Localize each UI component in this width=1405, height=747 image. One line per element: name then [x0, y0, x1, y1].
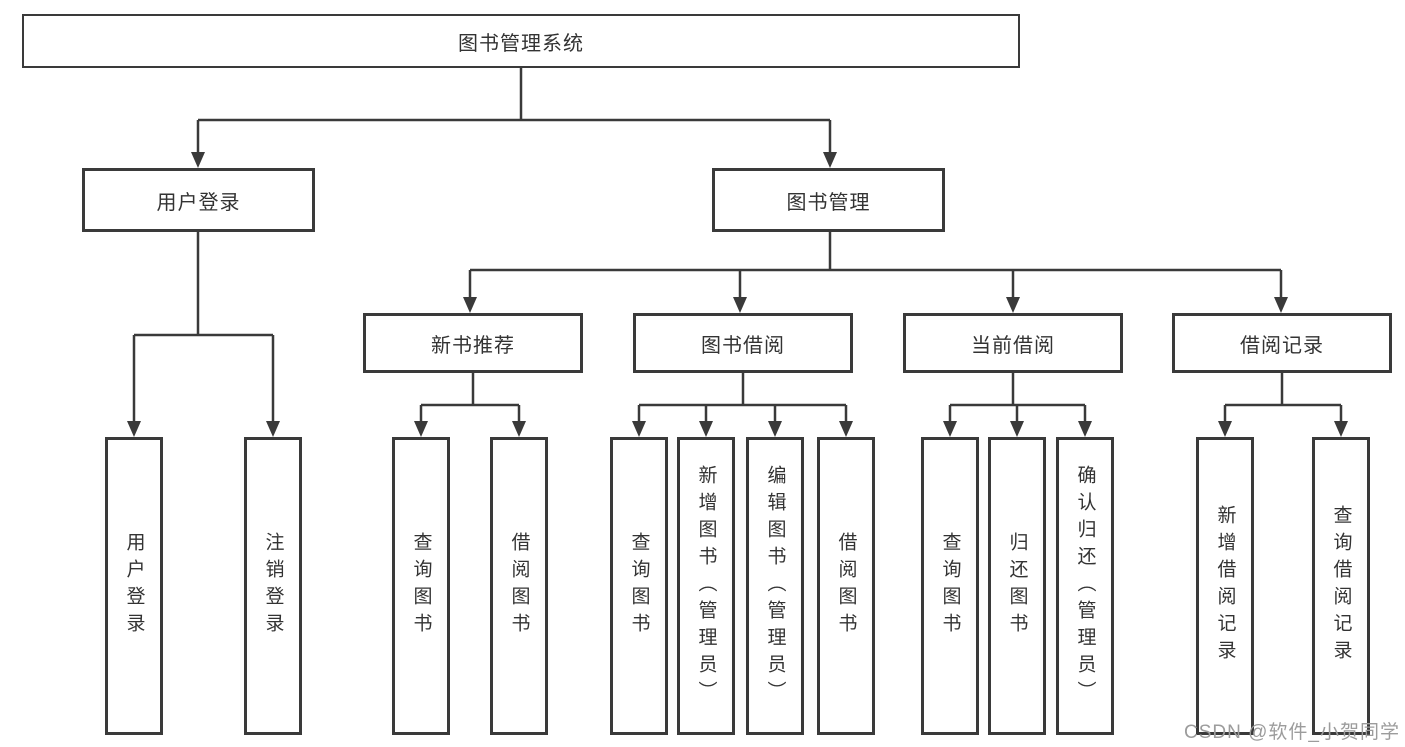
leaf-borrow-query-books-label: 查询图书	[628, 532, 650, 640]
arrowhead	[943, 421, 957, 437]
arrowhead	[463, 297, 477, 313]
watermark: CSDN @软件_小贺同学	[1184, 722, 1400, 743]
connector-line	[419, 373, 521, 422]
node-book-management: 图书管理	[712, 168, 945, 232]
leaf-add-borrow-record: 新增借阅记录	[1196, 437, 1254, 735]
arrowhead	[266, 421, 280, 437]
connector-user-login-group	[127, 232, 280, 437]
node-current-borrow: 当前借阅	[903, 313, 1123, 373]
connector-book-management-to-level3	[463, 232, 1288, 313]
leaf-add-books-admin-label: 新增图书（管理员）	[695, 464, 717, 708]
node-root: 图书管理系统	[22, 14, 1020, 68]
connector-line	[1223, 373, 1343, 422]
arrowhead	[839, 421, 853, 437]
leaf-newbook-query-books-label: 查询图书	[410, 532, 432, 640]
node-new-book-recommend: 新书推荐	[363, 313, 583, 373]
node-new-book-recommend-label: 新书推荐	[431, 334, 515, 357]
arrowhead	[414, 421, 428, 437]
connector-book-borrow-group	[632, 373, 853, 437]
arrowhead	[632, 421, 646, 437]
node-book-borrow-label: 图书借阅	[701, 334, 785, 357]
leaf-confirm-return-admin-label: 确认归还（管理员）	[1074, 464, 1096, 708]
connector-new-book-group	[414, 373, 526, 437]
leaf-add-books-admin: 新增图书（管理员）	[677, 437, 735, 735]
node-user-login-label: 用户登录	[156, 191, 241, 214]
node-book-management-label: 图书管理	[786, 191, 871, 214]
arrowhead	[1006, 297, 1020, 313]
node-current-borrow-label: 当前借阅	[971, 334, 1055, 357]
arrowhead	[512, 421, 526, 437]
connector-root-to-level2	[191, 68, 837, 168]
connector-line	[637, 373, 848, 422]
arrowhead	[823, 152, 837, 168]
connector-line	[468, 232, 1283, 298]
leaf-borrow-books-label: 借阅图书	[835, 532, 857, 640]
connector-borrow-records-group	[1218, 373, 1348, 437]
leaf-edit-books-admin: 编辑图书（管理员）	[746, 437, 804, 735]
node-borrow-records: 借阅记录	[1172, 313, 1392, 373]
node-borrow-records-label: 借阅记录	[1240, 334, 1324, 357]
leaf-newbook-borrow-books: 借阅图书	[490, 437, 548, 735]
leaf-confirm-return-admin: 确认归还（管理员）	[1056, 437, 1114, 735]
leaf-user-login: 用户登录	[105, 437, 163, 735]
node-root-label: 图书管理系统	[458, 32, 584, 55]
arrowhead	[733, 297, 747, 313]
connector-line	[948, 373, 1087, 422]
node-book-borrow: 图书借阅	[633, 313, 853, 373]
leaf-return-books-label: 归还图书	[1006, 532, 1028, 640]
connector-line	[196, 68, 832, 153]
leaf-return-books: 归还图书	[988, 437, 1046, 735]
arrowhead	[127, 421, 141, 437]
leaf-borrow-query-books: 查询图书	[610, 437, 668, 735]
leaf-current-query-books: 查询图书	[921, 437, 979, 735]
leaf-newbook-query-books: 查询图书	[392, 437, 450, 735]
arrowhead	[1274, 297, 1288, 313]
arrowhead	[1334, 421, 1348, 437]
arrowhead	[768, 421, 782, 437]
arrowhead	[191, 152, 205, 168]
leaf-current-query-books-label: 查询图书	[939, 532, 961, 640]
arrowhead	[699, 421, 713, 437]
leaf-add-borrow-record-label: 新增借阅记录	[1214, 505, 1236, 667]
leaf-query-borrow-record: 查询借阅记录	[1312, 437, 1370, 735]
leaf-logout-label: 注销登录	[262, 532, 284, 640]
leaf-user-login-label: 用户登录	[123, 532, 145, 640]
leaf-newbook-borrow-books-label: 借阅图书	[508, 532, 530, 640]
arrowhead	[1078, 421, 1092, 437]
arrowhead	[1010, 421, 1024, 437]
leaf-borrow-books: 借阅图书	[817, 437, 875, 735]
leaf-query-borrow-record-label: 查询借阅记录	[1330, 505, 1352, 667]
connector-line	[132, 232, 275, 422]
leaf-logout: 注销登录	[244, 437, 302, 735]
connector-current-borrow-group	[943, 373, 1092, 437]
leaf-edit-books-admin-label: 编辑图书（管理员）	[764, 464, 786, 708]
node-user-login: 用户登录	[82, 168, 315, 232]
arrowhead	[1218, 421, 1232, 437]
